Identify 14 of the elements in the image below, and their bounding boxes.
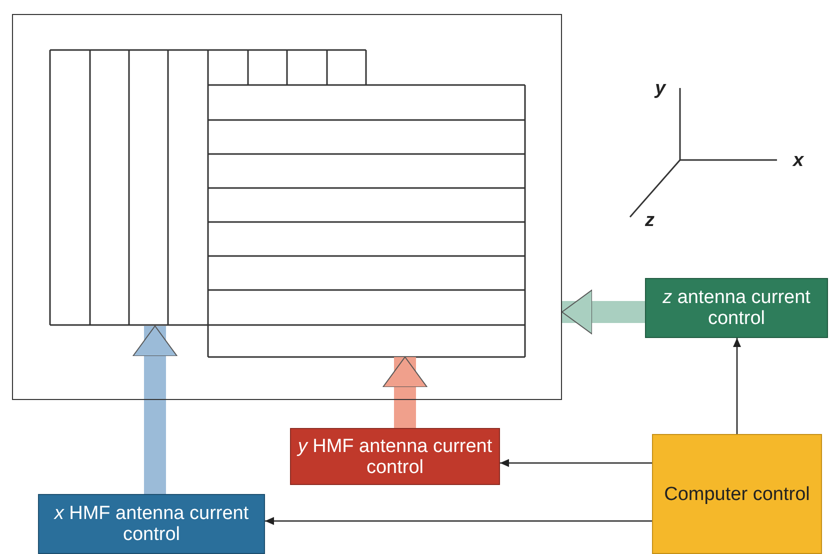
control-box: z antenna current control — [645, 278, 828, 338]
control-box: y HMF antenna current control — [290, 428, 500, 485]
block-arrow — [132, 326, 178, 494]
axis-label: z — [645, 210, 654, 232]
antenna-frame — [12, 14, 562, 400]
block-arrow — [382, 356, 428, 428]
block-arrow — [562, 290, 645, 334]
control-box: x HMF antenna current control — [38, 494, 265, 554]
axis-label: y — [655, 78, 666, 100]
arrow — [265, 517, 652, 525]
computer-box: Computer control — [652, 434, 822, 554]
arrow — [500, 459, 652, 467]
arrow — [733, 338, 741, 434]
axis-label: x — [793, 150, 804, 172]
